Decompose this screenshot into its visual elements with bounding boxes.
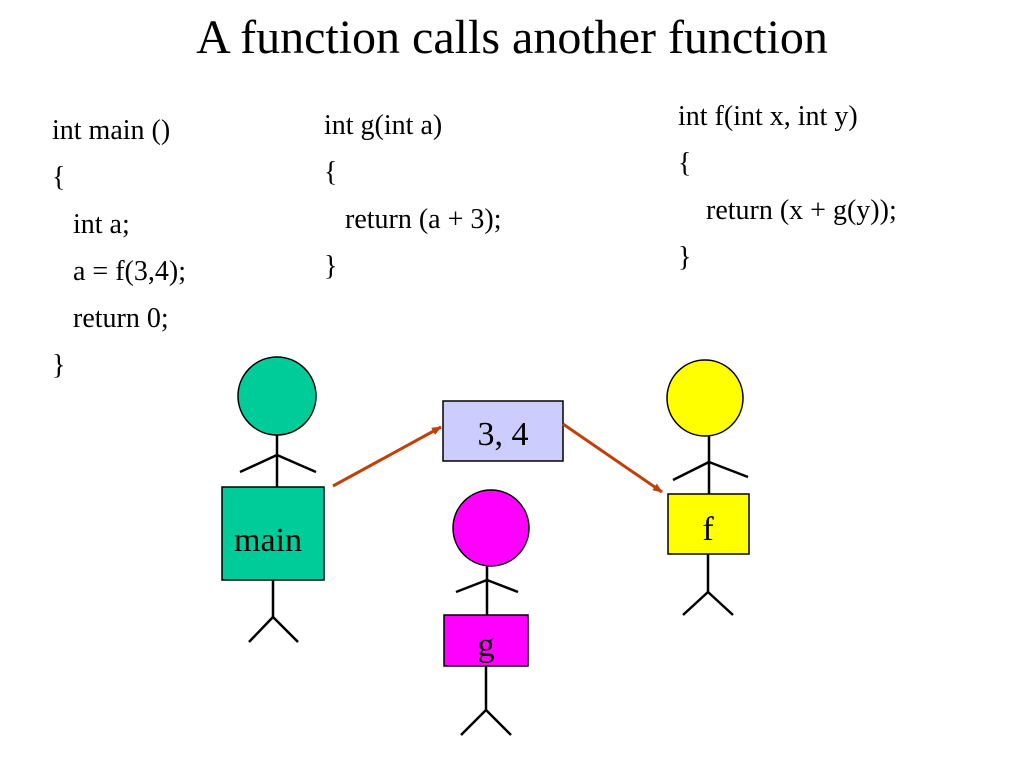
stick-figure-main: main xyxy=(221,356,325,643)
arrow-main-to-message xyxy=(332,425,442,488)
code-line: { xyxy=(678,148,692,179)
figure-head xyxy=(452,489,530,567)
figure-leg-left xyxy=(248,616,274,643)
code-line: int main () xyxy=(52,115,171,146)
figure-arm-right xyxy=(708,460,749,479)
message-box xyxy=(442,400,564,462)
figure-head xyxy=(666,359,744,437)
arrow-message-to-f xyxy=(562,422,663,494)
code-line: } xyxy=(324,251,338,282)
code-line: } xyxy=(52,350,66,381)
figure-leg-left xyxy=(682,591,709,616)
figure-arm-right xyxy=(486,578,519,594)
figure-label-f: f xyxy=(702,511,714,548)
code-line: { xyxy=(52,162,66,193)
code-line: int a; xyxy=(52,209,130,240)
figure-head xyxy=(237,356,317,436)
code-block-f: int f(int x, int y) { return (x + g(y));… xyxy=(678,93,897,281)
figure-leg-left xyxy=(460,709,487,736)
code-line: } xyxy=(678,242,692,273)
message-label: 3, 4 xyxy=(478,416,529,453)
figure-label-g: g xyxy=(478,627,495,664)
figure-body xyxy=(667,493,750,555)
code-line: a = f(3,4); xyxy=(52,256,186,287)
argument-message: 3, 4 xyxy=(442,400,564,462)
figure-leg-right xyxy=(485,709,512,736)
figure-leg-right xyxy=(707,591,734,616)
code-line: return (a + 3); xyxy=(324,204,502,235)
figure-leg-right xyxy=(272,616,299,643)
figure-arm-left xyxy=(455,578,488,594)
code-line: return (x + g(y)); xyxy=(678,195,897,226)
figure-body xyxy=(443,614,529,667)
stick-figure-g: g xyxy=(443,489,530,736)
code-line: int f(int x, int y) xyxy=(678,101,858,132)
code-block-main: int main () { int a; a = f(3,4); return … xyxy=(52,107,186,389)
code-line: { xyxy=(324,157,338,188)
figure-arm-right xyxy=(276,453,317,474)
code-line: return 0; xyxy=(52,303,169,334)
slide-title: A function calls another function xyxy=(196,11,828,64)
figure-arm-left xyxy=(239,453,278,474)
code-block-g: int g(int a) { return (a + 3); } xyxy=(324,102,502,290)
code-line: int g(int a) xyxy=(324,110,443,141)
figure-label-main: main xyxy=(234,522,302,559)
figure-body xyxy=(221,486,325,581)
figure-arm-left xyxy=(672,460,710,482)
stick-figure-f: f xyxy=(666,359,750,616)
